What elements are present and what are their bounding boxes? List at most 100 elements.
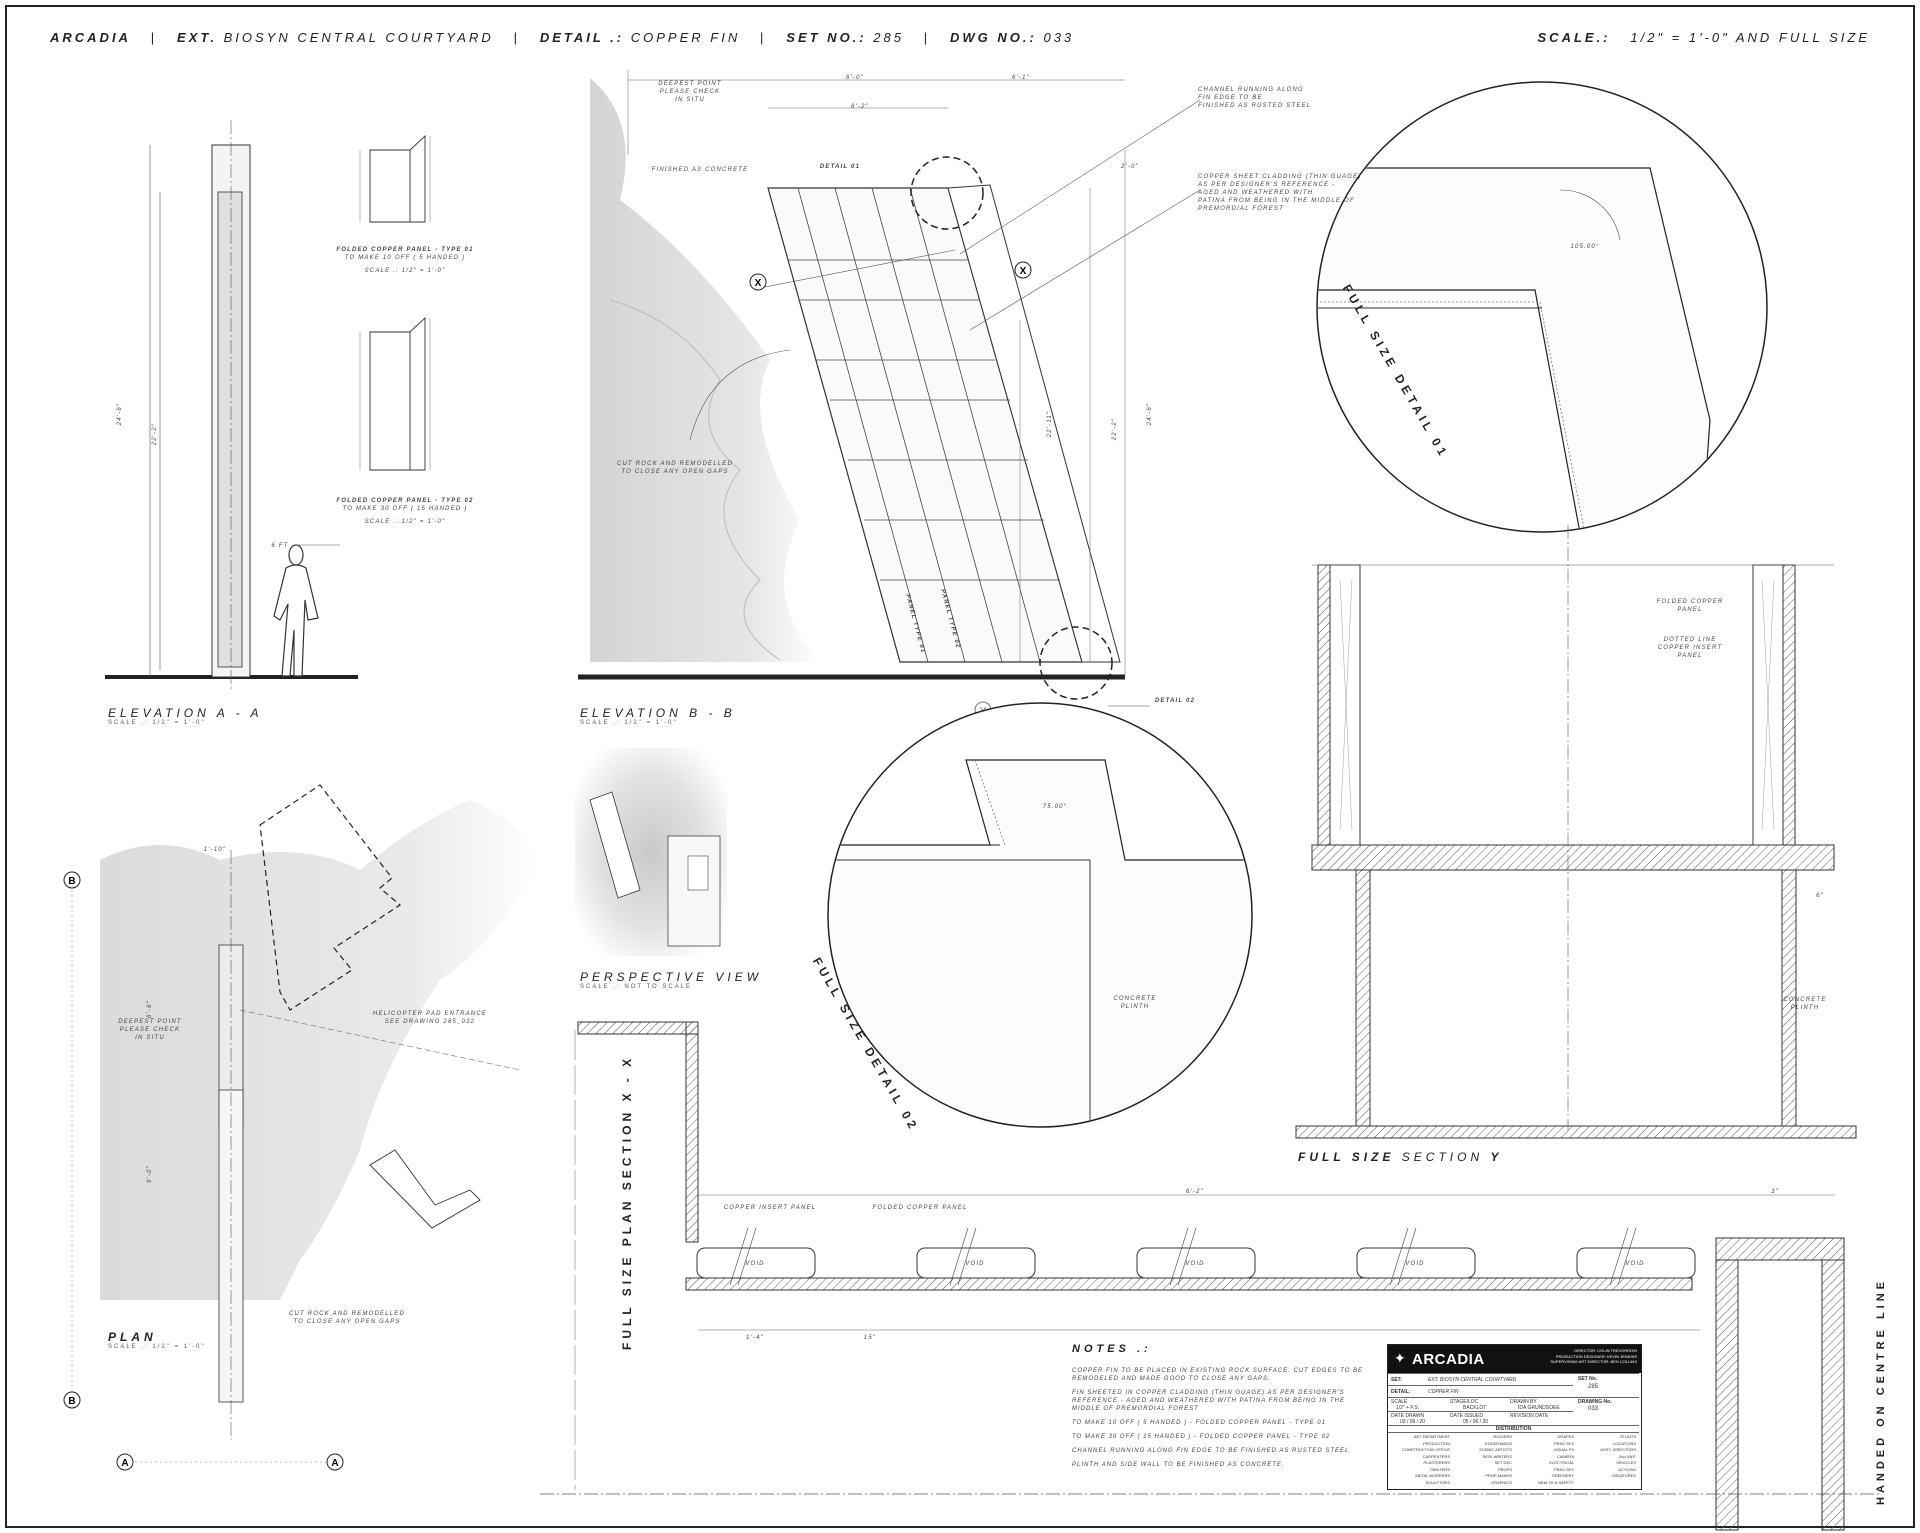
- dist-item: CARPENTERS: [1422, 1453, 1450, 1459]
- dist-item: ACTIONS: [1618, 1466, 1636, 1472]
- elevation-b-drawing: X X Y: [578, 70, 1201, 719]
- tb-date-row: DATE DRAWN 03 / 06 / 20 DATE ISSUED 05 /…: [1388, 1411, 1573, 1426]
- section-y-title: FULL SIZE SECTION Y: [1298, 1150, 1503, 1164]
- channel-note: CHANNEL RUNNING ALONG FIN EDGE TO BE FIN…: [1198, 87, 1312, 109]
- section-x-marker-left: X: [749, 273, 767, 291]
- tb-dist-col3: DRAPES PRAC SFX VISUAL FX CAMERA ELECTRI…: [1516, 1434, 1574, 1486]
- void-label: VOID: [965, 1261, 985, 1267]
- dim-height-b: 24'-6": [1147, 402, 1153, 426]
- tb-stage-label: STAGE/LOC: [1450, 1399, 1479, 1405]
- perspective-title: PERSPECTIVE VIEW: [580, 970, 763, 984]
- section-b-marker-bottom: B: [63, 1391, 81, 1409]
- handed-label: HANDED ON CENTRE LINE: [1875, 1277, 1887, 1505]
- dist-item: STAGEHANDS: [1484, 1440, 1512, 1446]
- notes-block: NOTES .: COPPER FIN TO BE PLACED IN EXIS…: [1072, 1343, 1372, 1475]
- section-y-drawing: [1295, 525, 1857, 1139]
- detail-02-angle: 75.00°: [1042, 804, 1068, 810]
- tb-detail-value: COPPER FIN: [1428, 1389, 1459, 1395]
- tb-dist-col1: ART DEPARTMENT PRODUCTION CONSTRUCTION O…: [1390, 1434, 1450, 1486]
- project-name: ARCADIA: [50, 30, 131, 45]
- dim-height-a-inner: 22'-2": [152, 422, 158, 446]
- plan-scale: SCALE .: 1/2" = 1'-0": [108, 1344, 206, 1350]
- svg-text:A: A: [121, 1458, 128, 1469]
- tb-detail-row: DETAIL: COPPER FIN: [1388, 1385, 1573, 1398]
- concrete-plinth-note-y: CONCRETE PLINTH: [1783, 997, 1827, 1011]
- dist-item: ELECTRICAL: [1549, 1460, 1574, 1465]
- panel-type02-sub: TO MAKE 30 OFF ( 15 HANDED ): [342, 506, 468, 512]
- scale-value: 1/2" = 1'-0" AND FULL SIZE: [1630, 30, 1870, 45]
- tb-detail-label: DETAIL:: [1391, 1389, 1411, 1395]
- dim-section-y-gap: 6": [1816, 893, 1824, 899]
- dim-width-inner: 8'-2": [851, 104, 869, 110]
- dist-item: PLASTERERS: [1423, 1460, 1450, 1465]
- section-y-title-bold: FULL SIZE: [1298, 1150, 1395, 1164]
- folded-panel-note-y: FOLDED COPPER PANEL: [1656, 599, 1724, 613]
- dist-item: ASST. DIRECTORS: [1600, 1447, 1636, 1452]
- tb-date-drawn-label: DATE DRAWN: [1391, 1413, 1425, 1419]
- svg-text:X: X: [1020, 266, 1027, 277]
- dist-item: SCENIC ARTISTS: [1479, 1447, 1512, 1452]
- dim-section-total: 6'-2": [1186, 1189, 1204, 1195]
- dist-item: SIGN WRITERS: [1482, 1453, 1512, 1459]
- cut-rock-note-plan: CUT ROCK AND REMODELLED TO CLOSE ANY OPE…: [288, 1311, 406, 1325]
- tb-distribution-header: DISTRIBUTION: [1388, 1425, 1639, 1432]
- dwg-no-value: 033: [1043, 30, 1075, 45]
- svg-text:A: A: [331, 1458, 338, 1469]
- panel-type-01-sketch: [359, 134, 431, 223]
- concrete-plinth-note-detail: CONCRETE PLINTH: [1113, 996, 1157, 1010]
- detail-02-tag: DETAIL 02: [1154, 698, 1196, 704]
- panel-type02-title: FOLDED COPPER PANEL - TYPE 02: [336, 498, 474, 504]
- tb-set-row: SET: EXT. BIOSYN CENTRAL COURTYARD SET N…: [1388, 1373, 1639, 1390]
- panel-type01-sub: TO MAKE 10 OFF ( 5 HANDED ): [344, 255, 466, 261]
- dist-item: PROPS: [1497, 1466, 1512, 1472]
- void-label: VOID: [1625, 1261, 1645, 1267]
- sheet-border: [5, 5, 1915, 1528]
- dist-item: VISUAL FX: [1553, 1447, 1574, 1452]
- credits: DIRECTOR: COLIN TREVORROW PRODUCTION DES…: [1550, 1348, 1637, 1364]
- dist-item: ART DEPARTMENT: [1413, 1434, 1450, 1439]
- dist-item: GREENERY: [1551, 1473, 1574, 1478]
- dim-plan-top: 1'-10": [203, 847, 227, 853]
- tb-date-issued-value: 05 / 06 / 20: [1463, 1419, 1489, 1425]
- title-block-logo: ✦ ARCADIA DIRECTOR: COLIN TREVORROW PROD…: [1388, 1345, 1641, 1373]
- notes-heading: NOTES .:: [1072, 1343, 1152, 1355]
- finished-concrete-note: FINISHED AS CONCRETE: [651, 167, 749, 173]
- dwg-no-label: DWG NO.:: [950, 30, 1037, 45]
- dist-item: HEALTH & SAFETY: [1538, 1479, 1574, 1485]
- drawing-scale: SCALE.: 1/2" = 1'-0" AND FULL SIZE: [1538, 30, 1870, 45]
- perspective-view-image: [575, 748, 727, 956]
- dist-item: PAINTERS: [1430, 1466, 1450, 1472]
- detail-01-circle: [1316, 81, 1768, 533]
- dist-item: CONSTRUCTION OFFICE: [1402, 1447, 1450, 1452]
- section-y-letter: Y: [1490, 1150, 1503, 1164]
- detail-01-tag: DETAIL 01: [819, 164, 861, 170]
- tb-stage-value: BACKLOT: [1463, 1405, 1487, 1411]
- note-item: TO MAKE 30 OFF ( 15 HANDED ) - FOLDED CO…: [1072, 1434, 1331, 1440]
- note-item: CHANNEL RUNNING ALONG FIN EDGE TO BE FIN…: [1072, 1448, 1350, 1454]
- set-prefix: EXT.: [177, 30, 217, 45]
- dim-panel-gap: 15": [863, 1335, 877, 1341]
- dist-item: METAL WORKERS: [1415, 1473, 1450, 1478]
- void-label: VOID: [745, 1261, 765, 1267]
- human-height: 6 FT: [271, 543, 289, 549]
- elevation-a-drawing: [105, 120, 358, 690]
- dist-item: STUNTS: [1620, 1434, 1636, 1439]
- tb-date-issued-label: DATE ISSUED: [1450, 1413, 1483, 1419]
- dist-item: GRAPHICS: [1491, 1479, 1512, 1485]
- dim-section-end: 3": [1771, 1189, 1779, 1195]
- detail-01-callout: [910, 156, 984, 230]
- tb-drawn-label: DRAWN BY: [1510, 1399, 1537, 1405]
- dim-plan-lower: 9'-0": [147, 1165, 153, 1183]
- dist-item: PROP MAKER: [1485, 1473, 1512, 1478]
- void-label: VOID: [1405, 1261, 1425, 1267]
- set-name: BIOSYN CENTRAL COURTYARD: [223, 30, 494, 45]
- dist-item: SCULPTORS: [1425, 1479, 1450, 1485]
- elevation-a-scale: SCALE .: 1/2" = 1'-0": [108, 720, 206, 726]
- cut-rock-note-elevation: CUT ROCK AND REMODELLED TO CLOSE ANY OPE…: [616, 461, 734, 475]
- section-x-drawing: [540, 1021, 1880, 1531]
- tb-drawingno-value: 033: [1588, 1406, 1599, 1412]
- tb-set-label: SET:: [1391, 1377, 1402, 1383]
- dim-panel-width: 1'-4": [746, 1335, 764, 1341]
- panel-type01-scale: SCALE .: 1/2" = 1'-0": [364, 268, 446, 274]
